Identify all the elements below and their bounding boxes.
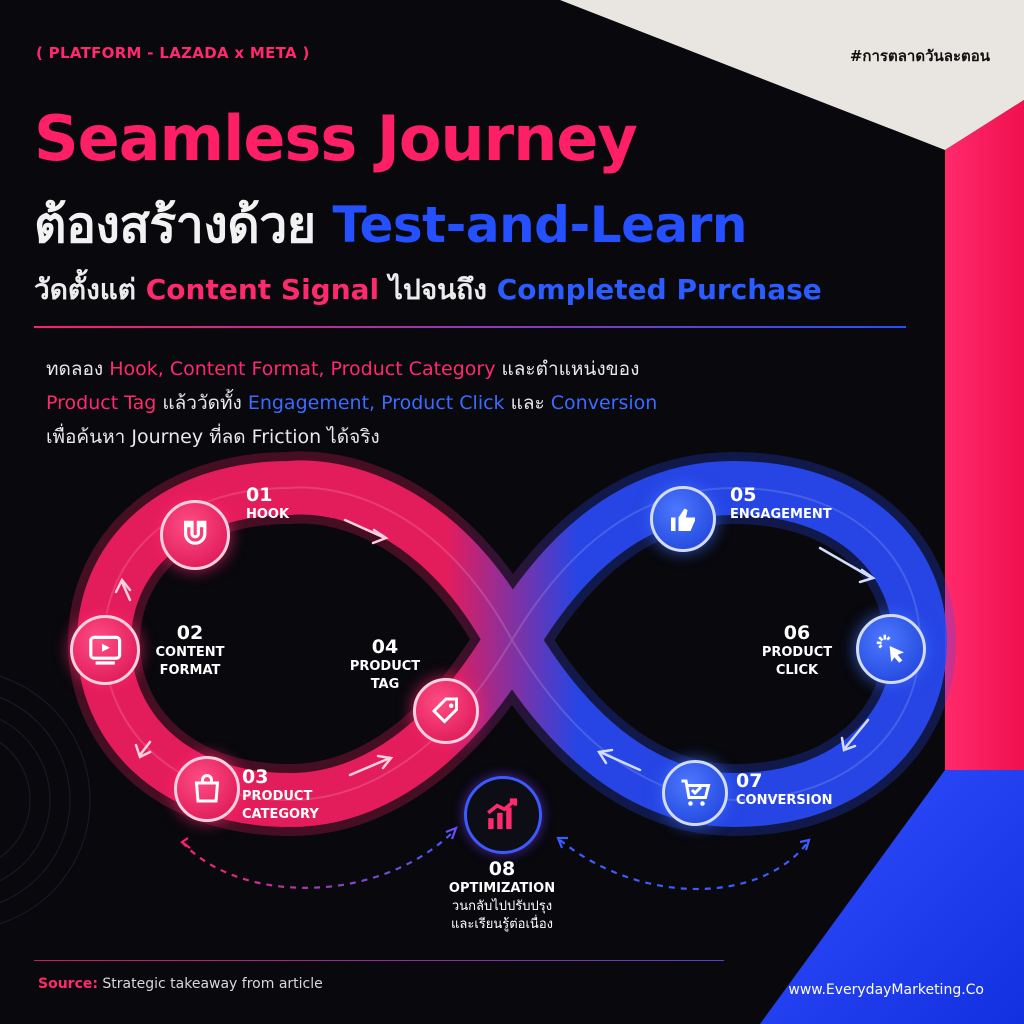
step-02-number: 02: [176, 622, 204, 644]
platform-tag: ( PLATFORM - LAZADA x META ): [36, 44, 310, 62]
step-08-sub-l2: และเรียนรู้ต่อเนื่อง: [451, 917, 553, 932]
main-title: Seamless Journey: [34, 102, 638, 175]
step-07-name: CONVERSION: [736, 793, 833, 808]
description-block: ทดลอง Hook, Content Format, Product Cate…: [46, 352, 657, 454]
step-05-name: ENGAGEMENT: [730, 507, 832, 522]
desc-l2-product-tag: Product Tag: [46, 392, 157, 414]
step-03-name-l2: CATEGORY: [242, 807, 319, 822]
line3-text-b: ไปจนถึง: [388, 273, 487, 306]
bottom-right-blue-corner: [760, 770, 1024, 1024]
website-label: www.EverydayMarketing.Co: [788, 982, 984, 998]
step-04-label: 04 PRODUCT TAG: [340, 636, 430, 694]
shopping-bag-icon: [194, 774, 220, 803]
step-08-sub-l1: วนกลับไปปรับปรุง: [451, 899, 553, 914]
decorative-arcs: [0, 675, 91, 925]
step-02-name-l1: CONTENT: [155, 645, 225, 660]
description-line-2: Product Tag แล้ววัดทั้ง Engagement, Prod…: [46, 386, 657, 420]
step-08-number: 08: [488, 858, 516, 880]
desc-l1-highlight: Hook, Content Format, Product Category: [109, 358, 496, 380]
hashtag-label: #การตลาดวันละตอน: [849, 47, 990, 65]
source-text: Strategic takeaway from article: [102, 976, 323, 992]
description-line-3: เพื่อค้นหา Journey ที่ลด Friction ได้จริ…: [46, 426, 380, 448]
magnet-icon: [183, 520, 207, 545]
step-01-number: 01: [246, 484, 273, 506]
play-screen-icon: [88, 635, 121, 665]
top-right-light-corner: [560, 0, 1024, 150]
price-tag-icon: [431, 697, 458, 724]
step-04-number: 04: [371, 636, 399, 658]
step-06-label: 06 PRODUCT CLICK: [752, 622, 842, 680]
step-02-label: 02 CONTENT FORMAT: [150, 622, 230, 680]
step-06-product-click-node: [856, 614, 926, 684]
source-key: Source:: [38, 976, 98, 992]
step-03-number: 03: [242, 766, 269, 788]
title-divider: [34, 326, 906, 328]
desc-l1-b: และตำแหน่งของ: [501, 358, 640, 380]
source-note: Source: Strategic takeaway from article: [38, 976, 323, 992]
desc-l2-metrics: Engagement, Product Click: [247, 392, 505, 414]
line3-text-a: วัดตั้งแต่: [34, 273, 136, 306]
step-04-name-l1: PRODUCT: [349, 659, 421, 674]
subtitle-test-and-learn: Test-and-Learn: [332, 196, 748, 254]
subtitle-line-3: วัดตั้งแต่ Content Signal ไปจนถึง Comple…: [34, 268, 822, 312]
cart-check-icon: [681, 779, 711, 806]
desc-l1-a: ทดลอง: [46, 358, 104, 380]
step-01-label: 01 HOOK: [246, 484, 289, 524]
step-07-number: 07: [736, 770, 763, 792]
step-03-label: 03 PRODUCT CATEGORY: [242, 766, 319, 824]
step-06-name-l1: PRODUCT: [761, 645, 833, 660]
thumbs-up-icon: [671, 508, 695, 531]
step-01-name: HOOK: [246, 507, 290, 522]
step-03-name-l1: PRODUCT: [242, 789, 313, 804]
line3-content-signal: Content Signal: [145, 273, 380, 306]
step-08-optimization-node: [464, 776, 542, 854]
cursor-click-icon: [876, 634, 904, 663]
step-07-conversion-node: [662, 760, 728, 826]
optimization-dashed-arc-right: [559, 839, 809, 891]
footer-divider: [34, 960, 724, 961]
step-03-product-category-node: [174, 756, 240, 822]
step-04-name-l2: TAG: [370, 677, 400, 692]
right-pink-panel: [945, 100, 1024, 770]
step-07-label: 07 CONVERSION: [736, 770, 833, 810]
desc-l2-conversion: Conversion: [550, 392, 658, 414]
step-08-name: OPTIMIZATION: [448, 881, 556, 896]
step-02-name-l2: FORMAT: [159, 663, 221, 678]
desc-l2-b: และ: [510, 392, 545, 414]
description-line-1: ทดลอง Hook, Content Format, Product Cate…: [46, 352, 657, 386]
optimization-dashed-arc-left: [181, 829, 456, 889]
step-05-label: 05 ENGAGEMENT: [730, 484, 832, 524]
bar-chart-up-icon: [487, 798, 518, 830]
step-01-hook-node: [160, 500, 230, 570]
step-06-name-l2: CLICK: [775, 663, 819, 678]
desc-l2-a: แล้ววัดทั้ง: [162, 392, 242, 414]
step-05-engagement-node: [650, 486, 716, 552]
flow-arrows-pink: [114, 518, 394, 777]
step-04-product-tag-node: [413, 678, 479, 744]
line3-completed-purchase: Completed Purchase: [496, 273, 822, 306]
step-05-number: 05: [730, 484, 757, 506]
subtitle-line-2: ต้องสร้างด้วย Test-and-Learn: [34, 186, 747, 265]
subtitle-thai-part: ต้องสร้างด้วย: [34, 196, 316, 254]
step-06-number: 06: [783, 622, 811, 644]
flow-arrows-blue: [596, 546, 876, 772]
step-08-label: 08 OPTIMIZATION วนกลับไปปรับปรุง และเรีย…: [432, 858, 572, 934]
step-02-content-format-node: [70, 615, 140, 685]
